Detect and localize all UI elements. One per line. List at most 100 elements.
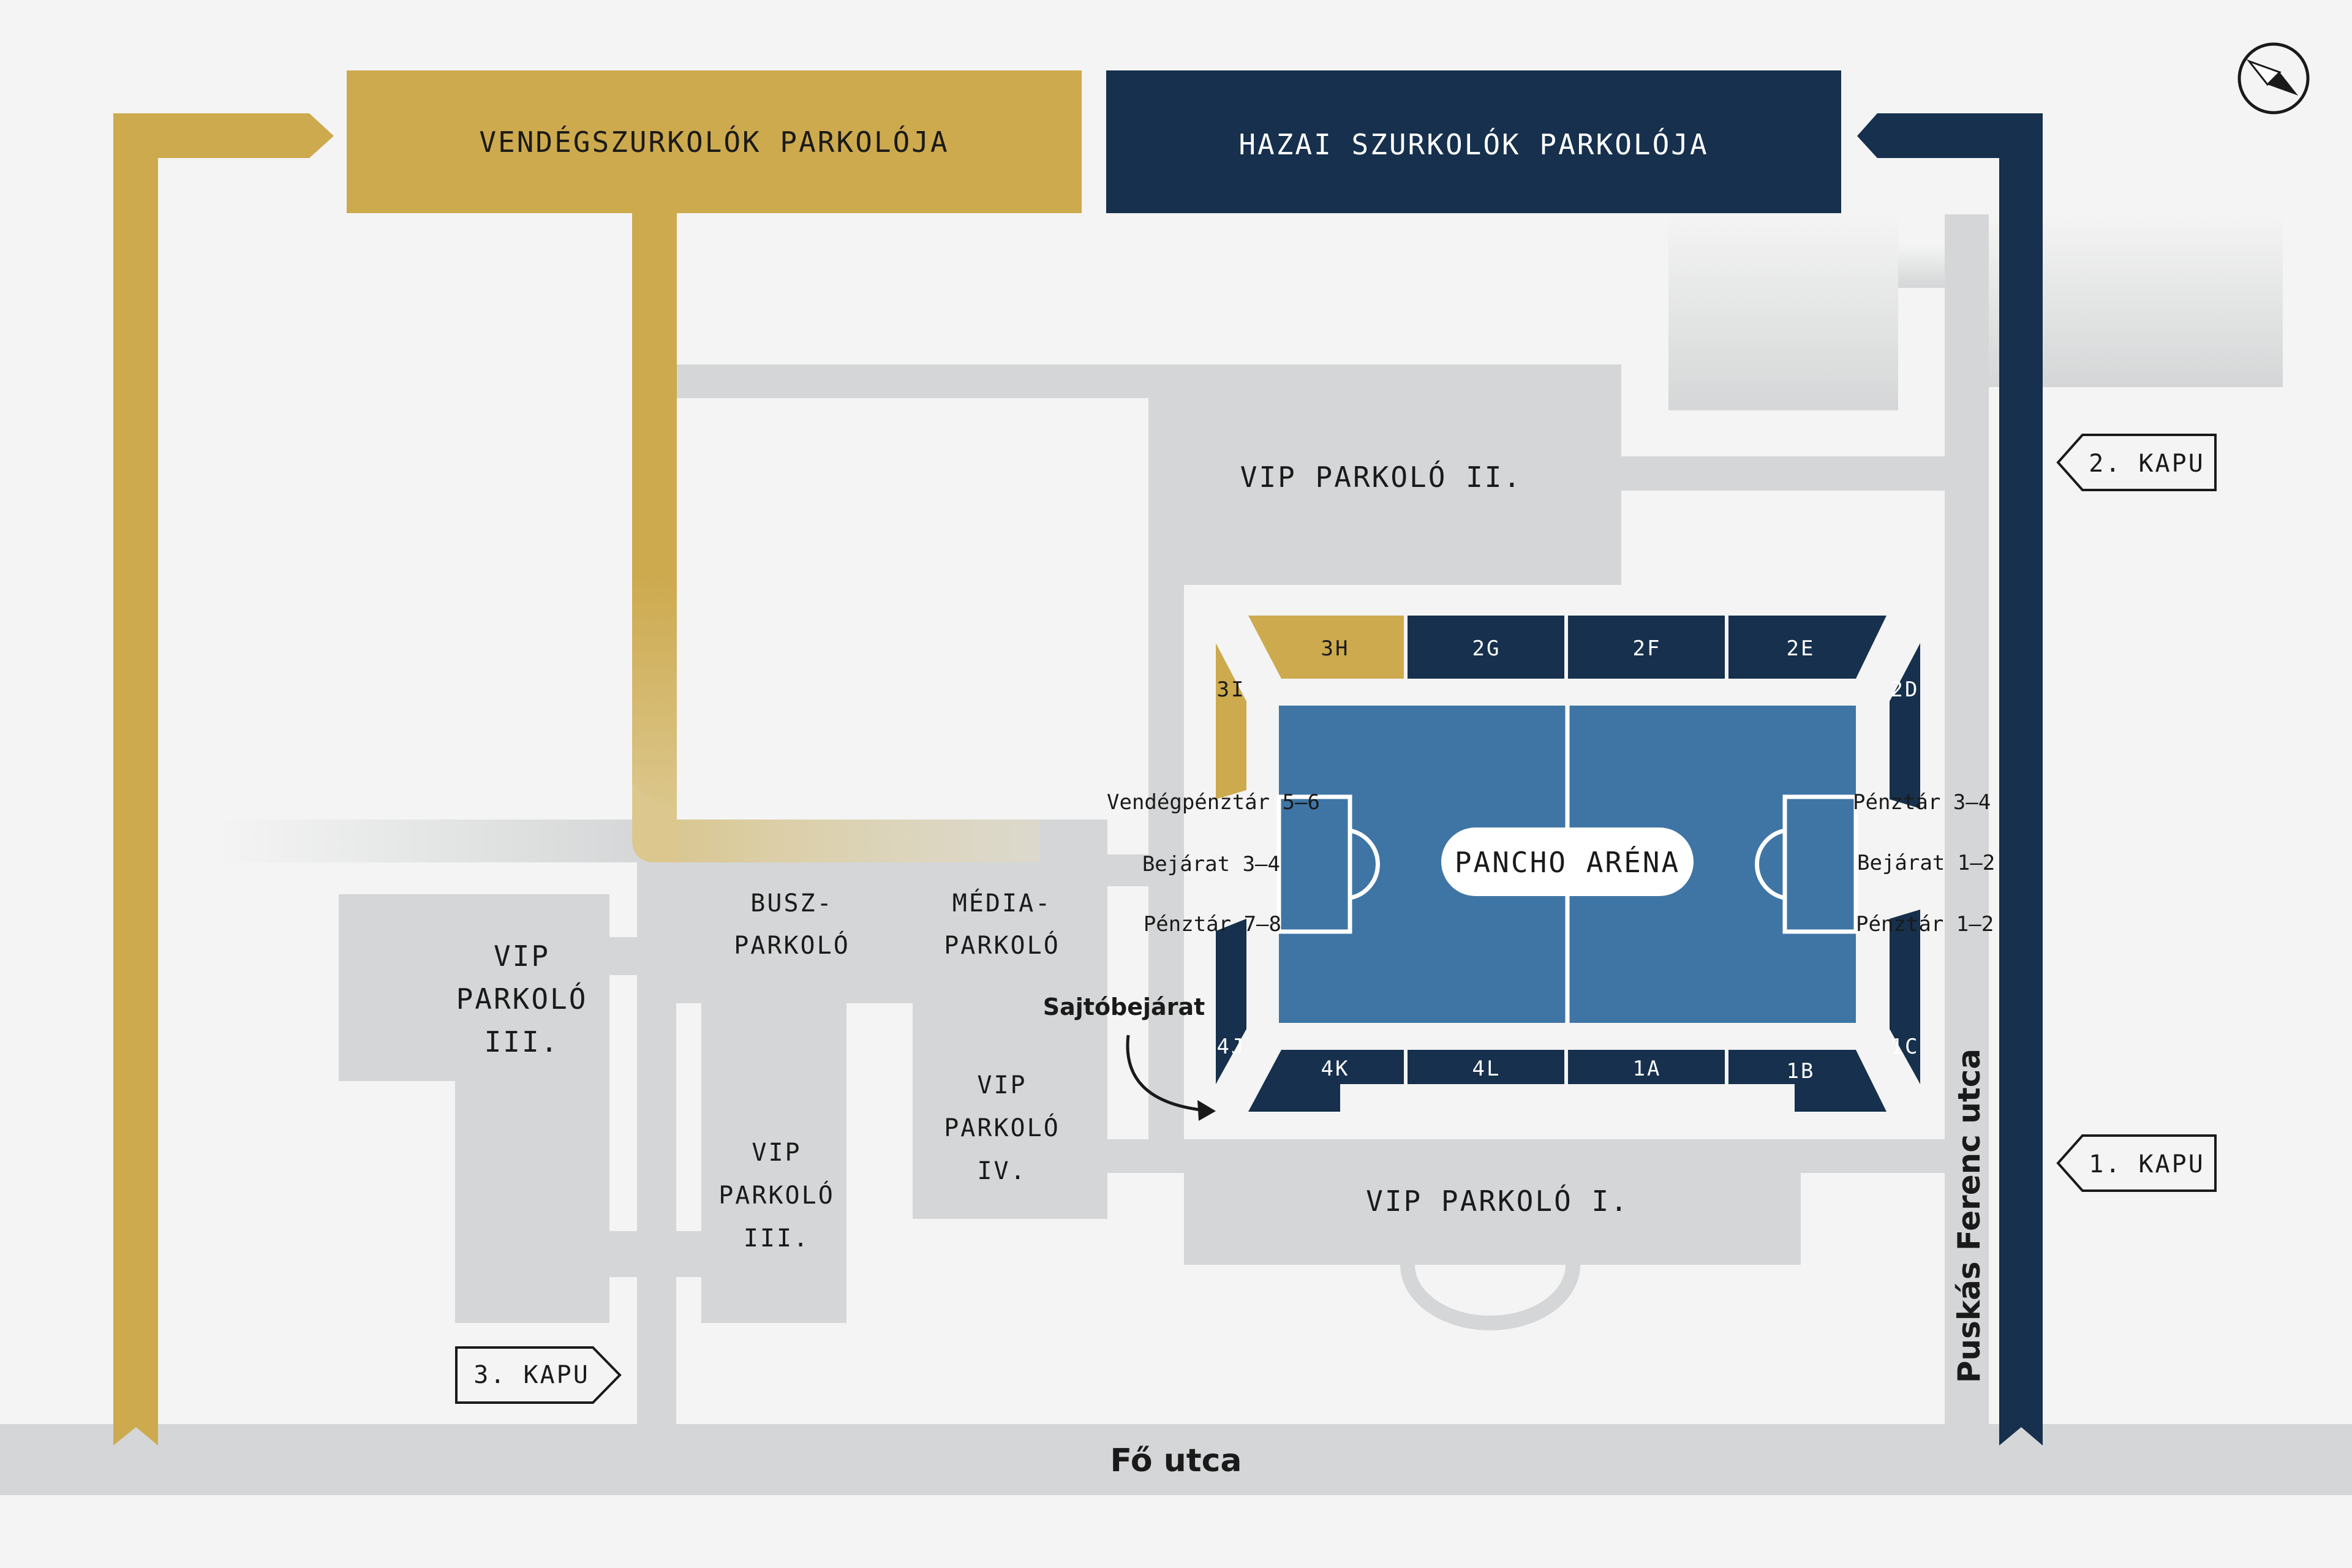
away-route: [113, 113, 1040, 1446]
sector-2E: [1728, 616, 1887, 679]
away-fans-parking-label: VENDÉGSZURKOLÓK PARKOLÓJA: [479, 126, 949, 159]
link-3: [609, 937, 637, 975]
entrance-3-4-label: Bejárat 3–4: [1142, 852, 1280, 876]
right-vertical-road: [1945, 214, 1989, 1424]
vip-1-area: [1184, 1173, 1801, 1265]
ticket-3-4-label: Pénztár 3–4: [1853, 790, 1991, 815]
bus-parking-line-2: PARKOLÓ: [734, 930, 850, 960]
vip-3-mid-ext: [701, 858, 913, 1003]
away-route-corner: [632, 820, 677, 862]
bus-parking-label: BUSZ- PARKOLÓ: [734, 889, 850, 960]
media-road-link: [1107, 854, 1148, 886]
bus-vertical-road: [637, 820, 676, 1426]
vip-3-mid-line-3: III.: [744, 1224, 810, 1253]
sector-4L: [1408, 1050, 1564, 1084]
main-street-label: Fő utca: [1110, 1442, 1242, 1479]
sector-3I: [1216, 643, 1246, 799]
sector-1C: [1890, 910, 1920, 1084]
side-street-label: Puskás Ferenc utca: [1951, 1049, 1987, 1383]
gate-3-sign: 3. KAPU: [455, 1346, 622, 1404]
ticket-7-8-label: Pénztár 7–8: [1144, 912, 1281, 937]
ticket-1-2-label: Pénztár 1–2: [1856, 912, 1994, 937]
sector-2F-label: 2F: [1633, 636, 1662, 661]
sector-2E-label: 2E: [1787, 636, 1815, 661]
sector-1A: [1568, 1050, 1725, 1084]
vip-4-line-1: VIP: [977, 1071, 1027, 1099]
sector-3H: [1248, 616, 1404, 679]
sector-1C-label: 1C: [1891, 1035, 1920, 1059]
vip-2-connector: [1621, 456, 1945, 491]
away-ticket-office-label: Vendégpénztár 5–6: [1107, 790, 1320, 815]
compass-icon: [2237, 42, 2310, 115]
vip-2-label: VIP PARKOLÓ II.: [1240, 461, 1522, 494]
away-route-h: [660, 820, 1040, 862]
vip-4-line-2: PARKOLÓ: [944, 1113, 1060, 1142]
pitch-right-arc: [1755, 828, 1785, 900]
sector-4J: [1216, 919, 1246, 1084]
vip-3-left-line-3: III.: [484, 1025, 560, 1058]
away-route-down: [632, 213, 677, 820]
vip-1-roundabout: [1400, 1264, 1580, 1330]
main-street: [0, 1424, 2352, 1495]
sector-1B-label: 1B: [1787, 1059, 1815, 1084]
top-right-area: [1668, 214, 1898, 410]
sector-4L-label: 4L: [1472, 1057, 1501, 1081]
stadium: PANCHO ARÉNA 3H 2G 2F 2E 3I 2D 4J 1C 4K …: [1107, 616, 1995, 1112]
media-parking-line-1: MÉDIA-: [952, 888, 1052, 918]
vip-3-left-line-1: VIP: [494, 940, 550, 973]
stadium-bottom-road: [1107, 1139, 1945, 1173]
sector-2D: [1890, 643, 1920, 809]
media-parking-label: MÉDIA- PARKOLÓ: [944, 888, 1060, 960]
gate-1-label: 1. KAPU: [2089, 1150, 2205, 1178]
sector-4K: [1248, 1050, 1404, 1112]
pitch-right-box: [1782, 794, 1858, 934]
sector-3I-label: 3I: [1217, 677, 1246, 702]
link-1: [676, 937, 701, 975]
vip-4-line-3: IV.: [977, 1157, 1027, 1185]
top-right-road: [1898, 245, 1945, 288]
link-4: [609, 1231, 637, 1277]
pitch-left-box: [1276, 794, 1352, 934]
home-fans-parking: [1106, 70, 1841, 213]
away-fans-parking: [347, 70, 1082, 213]
vip-3-left-ext: [455, 894, 609, 1323]
gate-2-sign: 2. KAPU: [2056, 434, 2217, 491]
sector-2D-label: 2D: [1891, 677, 1920, 702]
gate-3-label: 3. KAPU: [473, 1361, 590, 1389]
gate-1-sign: 1. KAPU: [2056, 1134, 2217, 1192]
gate-2-label: 2. KAPU: [2089, 450, 2205, 478]
vip-3-mid-label: VIP PARKOLÓ III.: [718, 1139, 835, 1253]
sector-2G: [1408, 616, 1564, 679]
away-route-left: [113, 113, 334, 1446]
vip-4-road-link: [1107, 1139, 1148, 1173]
vip-3-left-line-2: PARKOLÓ: [456, 982, 588, 1016]
vip-1-label: VIP PARKOLÓ I.: [1366, 1185, 1629, 1218]
vip-3-mid-line-2: PARKOLÓ: [718, 1180, 835, 1210]
bus-parking-line-1: BUSZ-: [750, 889, 833, 918]
home-route: [1857, 113, 2043, 1446]
home-route-right: [1857, 113, 2043, 1446]
press-entrance-label: Sajtóbejárat: [1043, 993, 1205, 1020]
home-fans-parking-label: HAZAI SZURKOLÓK PARKOLÓJA: [1238, 128, 1708, 161]
vip-3-left-label: VIP PARKOLÓ III.: [456, 940, 588, 1058]
link-2: [676, 1231, 701, 1277]
entrance-1-2-label: Bejárat 1–2: [1857, 851, 1995, 875]
stadium-left-road: [1148, 585, 1184, 1139]
sector-1A-label: 1A: [1633, 1057, 1662, 1081]
vip-4-label: VIP PARKOLÓ IV.: [944, 1071, 1060, 1185]
vip-2-area: [1148, 364, 1621, 585]
sector-2G-label: 2G: [1472, 636, 1501, 661]
sector-1B: [1728, 1050, 1887, 1112]
left-faded-road: [221, 820, 649, 862]
sector-4J-label: 4J: [1217, 1035, 1246, 1059]
stadium-name-pill: [1441, 827, 1694, 896]
press-arrow-icon: [1126, 1035, 1216, 1121]
stadium-name: PANCHO ARÉNA: [1455, 846, 1680, 879]
vip-3-mid-line-1: VIP: [752, 1139, 801, 1167]
vip-4-block: [913, 1003, 1107, 1219]
pitch-left-arc: [1349, 828, 1380, 900]
sector-2F: [1568, 616, 1725, 679]
media-parking-line-2: PARKOLÓ: [944, 930, 1060, 960]
